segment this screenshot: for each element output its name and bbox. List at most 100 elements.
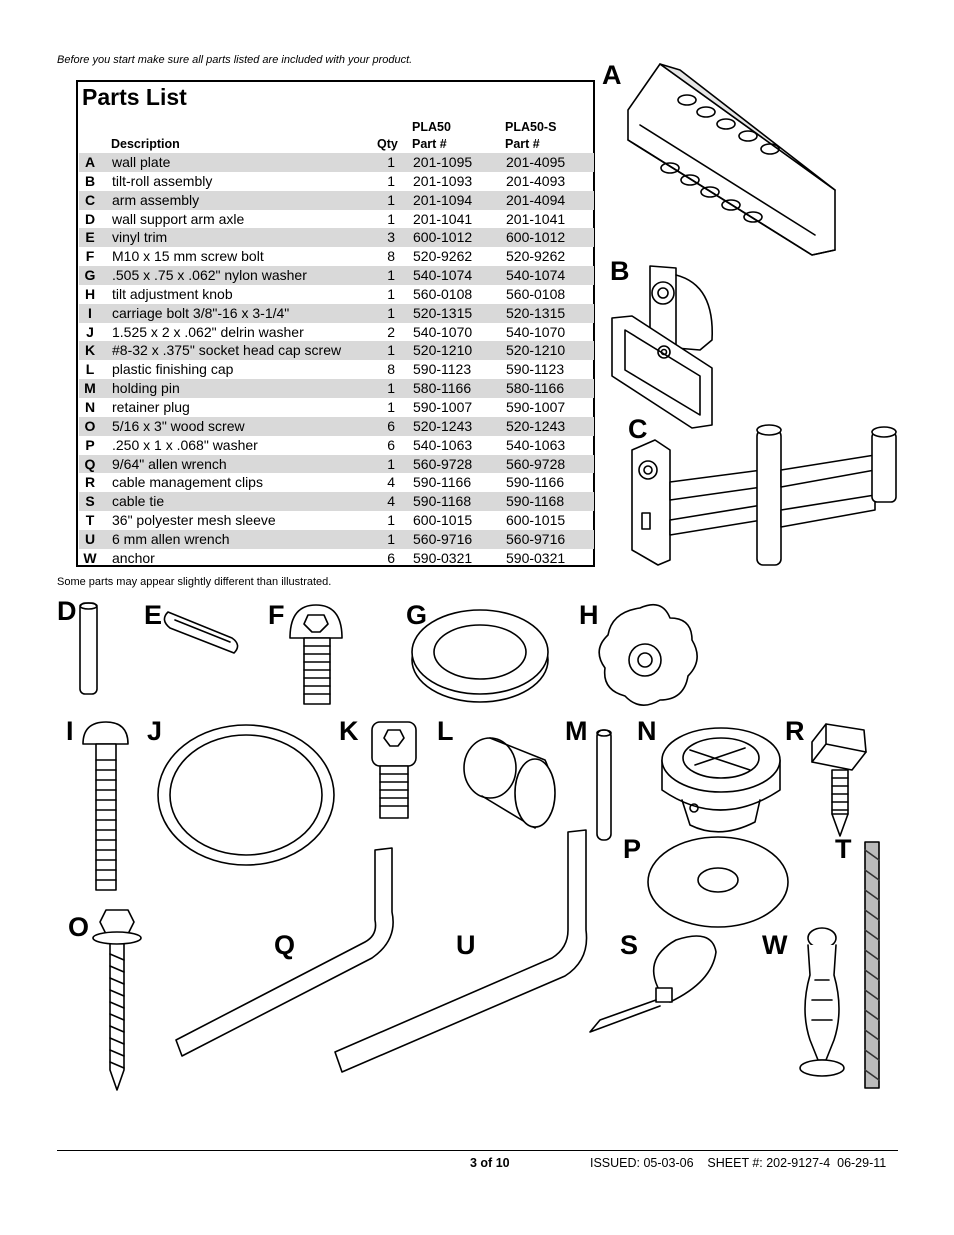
row-qty: 1 xyxy=(387,530,395,547)
allen-wrench-small-drawing xyxy=(175,847,394,1057)
row-qty: 1 xyxy=(387,398,395,415)
row-qty: 8 xyxy=(387,361,395,378)
note-text: Some parts may appear slightly different… xyxy=(57,576,332,588)
header-part-number-2: Part # xyxy=(505,137,540,151)
row-part-pla50: 201-1095 xyxy=(413,154,473,170)
row-letter: P xyxy=(85,436,95,453)
label-d: D xyxy=(57,596,77,626)
row-letter: H xyxy=(84,285,96,302)
row-qty: 4 xyxy=(387,493,395,510)
issued-info: ISSUED: 05-03-06 SHEET #: 202-9127-4 06-… xyxy=(590,1156,887,1170)
row-letter: S xyxy=(85,493,95,510)
label-u: U xyxy=(456,930,476,960)
label-n: N xyxy=(637,716,657,746)
row-part-pla50s: 560-9728 xyxy=(506,455,566,472)
axle-drawing xyxy=(79,602,98,695)
row-description: tilt adjustment knob xyxy=(112,285,233,302)
row-part-pla50s: 580-1166 xyxy=(506,380,565,397)
row-part-pla50s: 201-4093 xyxy=(506,172,566,189)
label-m: M xyxy=(565,716,588,746)
row-part-pla50: 520-1210 xyxy=(413,342,473,359)
row-part-pla50s: 600-1015 xyxy=(506,512,566,529)
row-description: cable management clips xyxy=(112,474,263,491)
row-part-pla50s: 590-0321 xyxy=(506,549,566,566)
label-r: R xyxy=(785,716,805,746)
row-part-pla50s: 520-1315 xyxy=(506,304,566,321)
row-part-pla50s: 590-1007 xyxy=(506,398,566,415)
row-part-pla50: 520-1243 xyxy=(413,417,473,434)
vinyl-trim-drawing xyxy=(163,611,239,654)
intro-text: Before you start make sure all parts lis… xyxy=(57,54,413,66)
header-part-number-1: Part # xyxy=(412,137,447,151)
cable-clip-drawing xyxy=(811,723,867,837)
row-part-pla50s: 590-1168 xyxy=(506,493,565,510)
row-part-pla50s: 560-9716 xyxy=(506,530,566,547)
label-p: P xyxy=(623,834,642,864)
allen-wrench-large-drawing xyxy=(334,829,588,1073)
row-description: 5/16 x 3" wood screw xyxy=(112,417,245,434)
row-letter: W xyxy=(83,549,97,566)
row-letter: R xyxy=(84,474,96,491)
row-part-pla50: 201-1094 xyxy=(413,191,473,208)
row-description: retainer plug xyxy=(112,398,190,415)
header-description: Description xyxy=(111,137,180,151)
label-w: W xyxy=(762,930,788,960)
carriage-bolt-drawing xyxy=(82,721,129,891)
row-part-pla50: 201-1093 xyxy=(413,172,473,189)
label-s: S xyxy=(620,930,639,960)
row-qty: 3 xyxy=(387,229,395,246)
header-model-pla50: PLA50 xyxy=(412,120,451,134)
row-part-pla50s: 520-1243 xyxy=(506,417,566,434)
row-description: holding pin xyxy=(112,380,180,397)
screw-bolt-drawing xyxy=(289,604,343,705)
row-letter: J xyxy=(86,323,94,340)
row-letter: T xyxy=(85,512,95,529)
row-part-pla50: 590-1168 xyxy=(413,493,472,510)
row-qty: 1 xyxy=(387,304,395,321)
row-letter: D xyxy=(84,210,96,227)
row-qty: 1 xyxy=(387,154,395,170)
row-part-pla50: 520-9262 xyxy=(413,248,473,265)
row-letter: Q xyxy=(84,455,96,472)
label-g: G xyxy=(406,600,428,630)
row-part-pla50: 520-1315 xyxy=(413,304,473,321)
row-description: plastic finishing cap xyxy=(112,361,234,378)
row-part-pla50s: 560-0108 xyxy=(506,285,566,302)
row-part-pla50s: 520-9262 xyxy=(506,248,566,265)
label-e: E xyxy=(144,600,163,630)
row-description: 6 mm allen wrench xyxy=(112,530,230,547)
header-model-pla50s: PLA50-S xyxy=(505,120,557,134)
anchor-drawing xyxy=(799,927,845,1077)
row-letter: U xyxy=(84,530,96,547)
label-q: Q xyxy=(274,930,296,960)
parts-list-title: Parts List xyxy=(82,84,187,110)
row-part-pla50: 590-1007 xyxy=(413,398,473,415)
row-description: 1.525 x 2 x .062" delrin washer xyxy=(112,323,304,340)
retainer-plug-drawing xyxy=(661,727,781,833)
row-description: vinyl trim xyxy=(112,229,168,246)
row-qty: 1 xyxy=(387,267,395,284)
row-letter: L xyxy=(85,361,95,378)
row-letter: G xyxy=(84,267,96,284)
row-qty: 1 xyxy=(387,285,395,302)
knob-drawing xyxy=(598,603,698,706)
row-qty: 1 xyxy=(387,342,395,359)
row-part-pla50: 590-0321 xyxy=(413,549,473,566)
label-j: J xyxy=(147,716,163,746)
